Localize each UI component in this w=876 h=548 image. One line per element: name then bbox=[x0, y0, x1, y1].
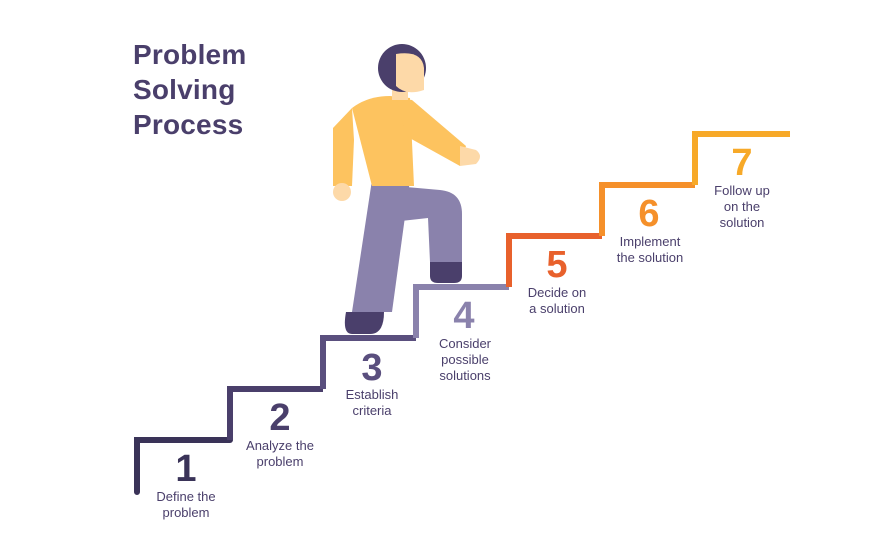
step-label: Define the problem bbox=[131, 489, 241, 521]
title-line-1: Problem bbox=[133, 39, 247, 70]
step-label-line: criteria bbox=[352, 403, 392, 418]
step-label-line: Analyze the bbox=[246, 438, 314, 453]
step-number: 4 bbox=[453, 295, 475, 337]
step-label-line: Follow up bbox=[714, 183, 770, 198]
stair-segment-3 bbox=[320, 335, 416, 389]
stair-segment-6 bbox=[599, 182, 695, 236]
step-number: 3 bbox=[361, 347, 383, 389]
step-label: Implement the solution bbox=[595, 234, 705, 266]
back-hand bbox=[333, 183, 351, 201]
step-label-line: problem bbox=[162, 505, 210, 520]
front-arm bbox=[396, 98, 466, 166]
stair-segment-2 bbox=[227, 386, 323, 440]
climbing-person-figure bbox=[333, 44, 480, 334]
step-label-line: problem bbox=[256, 454, 304, 469]
step-label-line: solutions bbox=[439, 368, 491, 383]
stair-segment-1 bbox=[134, 437, 233, 495]
step-label: Consider possible solutions bbox=[410, 336, 520, 384]
step-label: Establish criteria bbox=[317, 387, 427, 419]
step-label-line: Establish bbox=[345, 387, 399, 402]
stair-segment-7 bbox=[692, 131, 790, 185]
face bbox=[396, 53, 424, 93]
stair-segment-4 bbox=[413, 284, 509, 338]
back-shoe bbox=[344, 312, 384, 334]
title-line-2: Solving bbox=[133, 74, 236, 105]
front-shoe bbox=[430, 262, 462, 283]
back-arm bbox=[333, 108, 354, 186]
step-label-line: Implement bbox=[619, 234, 681, 249]
step-label-line: Decide on bbox=[527, 285, 587, 300]
front-leg bbox=[372, 184, 462, 262]
step-number: 7 bbox=[731, 142, 753, 184]
step-number: 2 bbox=[269, 397, 291, 439]
front-hand bbox=[460, 146, 480, 166]
step-label: Follow up on the solution bbox=[687, 183, 797, 231]
step-number: 6 bbox=[638, 193, 660, 235]
step-label-line: on the bbox=[723, 199, 761, 214]
step-label-line: a solution bbox=[529, 301, 585, 316]
step-label-line: possible bbox=[441, 352, 489, 367]
step-label-line: the solution bbox=[616, 250, 684, 265]
torso bbox=[352, 96, 414, 186]
stair-segment-5 bbox=[506, 233, 602, 287]
step-label-line: solution bbox=[719, 215, 765, 230]
step-label-line: Define the bbox=[156, 489, 216, 504]
step-label: Analyze the problem bbox=[225, 438, 335, 470]
step-number: 5 bbox=[546, 244, 568, 286]
step-label-line: Consider bbox=[438, 336, 492, 351]
step-label: Decide on a solution bbox=[502, 285, 612, 317]
diagram-title: Problem Solving Process bbox=[133, 37, 246, 142]
title-line-3: Process bbox=[133, 109, 244, 140]
stair-lines bbox=[134, 131, 790, 495]
step-number: 1 bbox=[175, 448, 197, 490]
